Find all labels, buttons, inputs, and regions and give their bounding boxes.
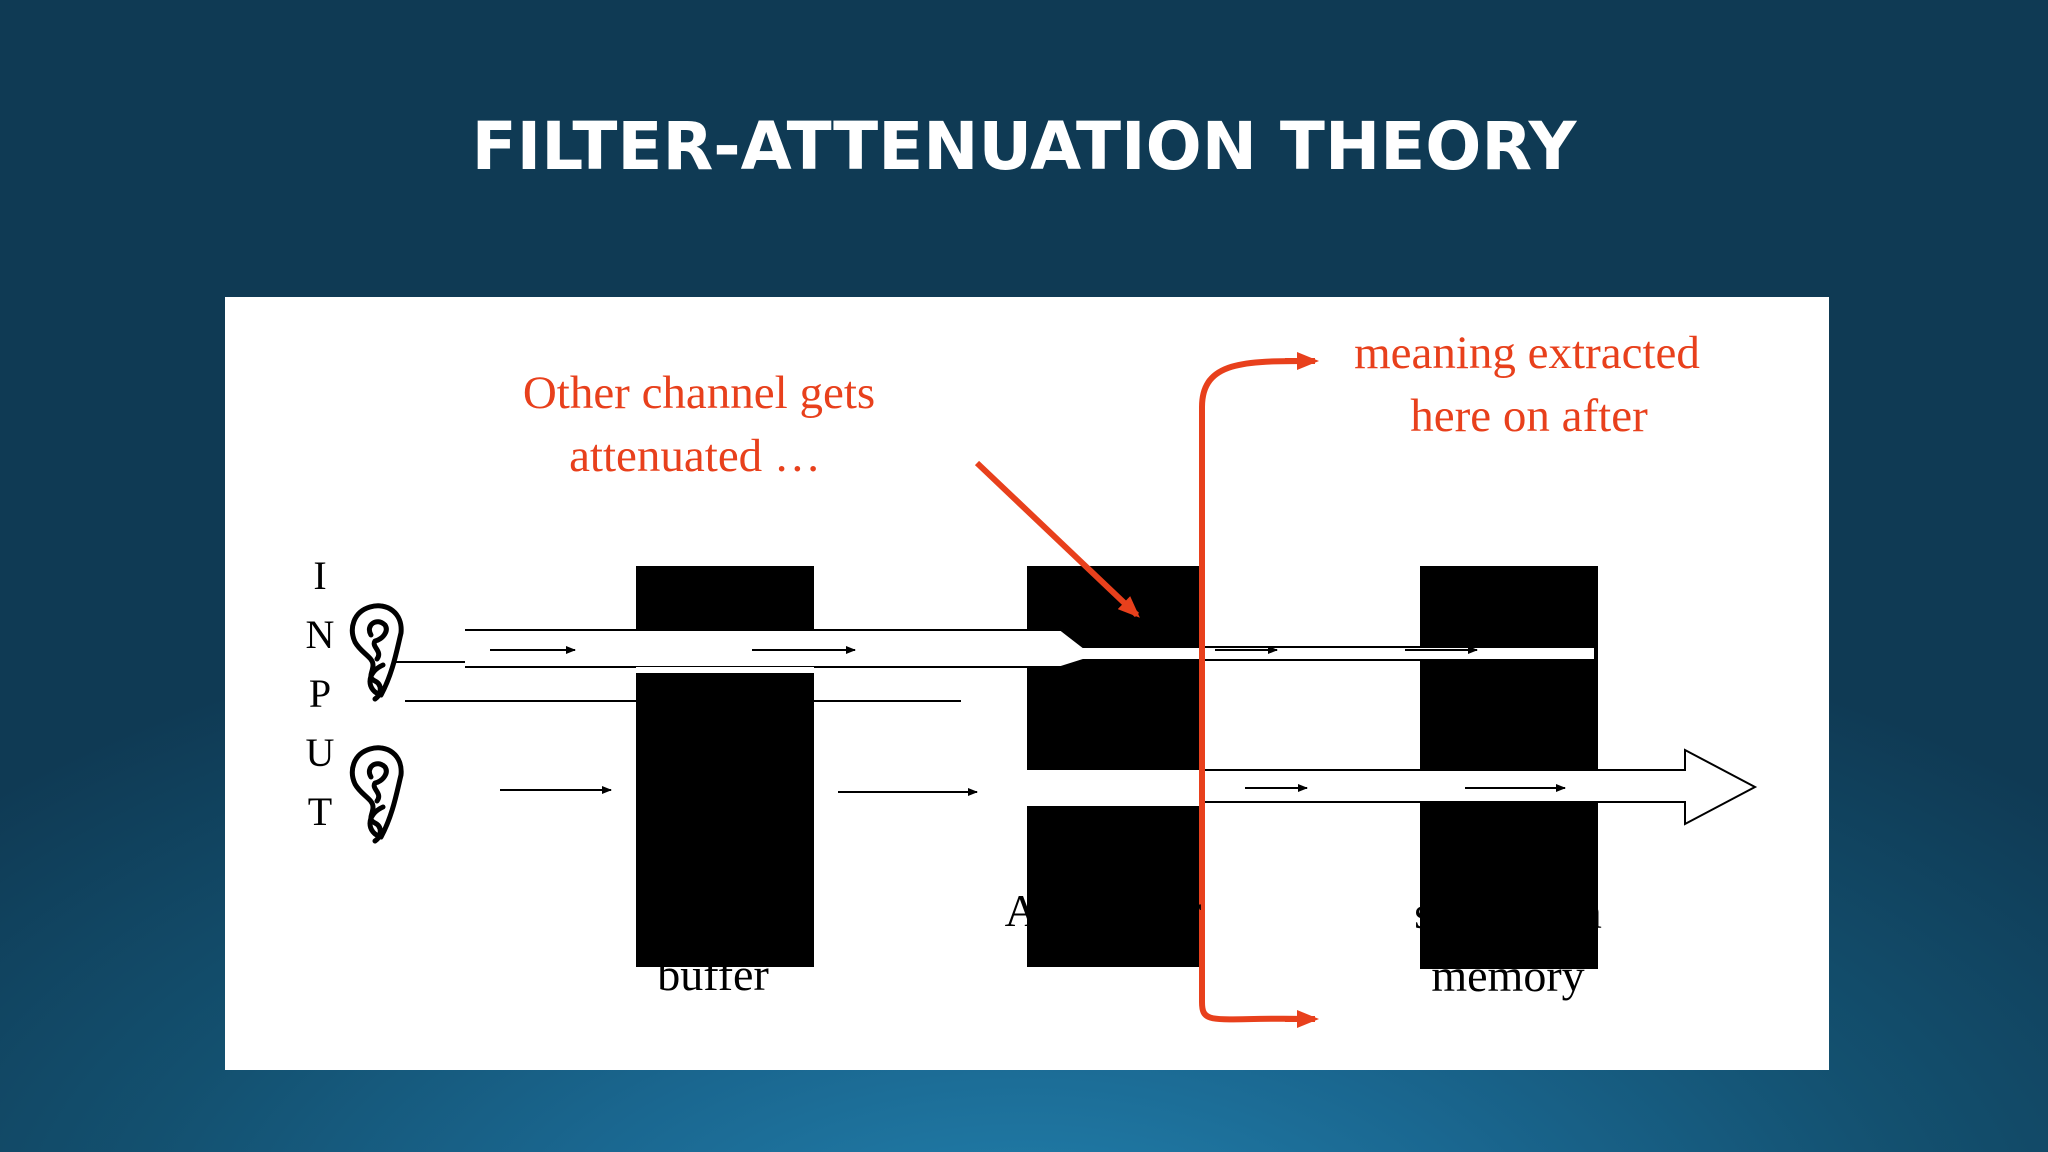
input-letter-n: N — [306, 612, 335, 657]
attenuation-pointer-arrow — [974, 460, 1140, 618]
stm-label-line2: memory — [1431, 950, 1584, 1001]
filter-attenuation-diagram: I N P U T — [306, 327, 1758, 1040]
stm-label-line1: short term — [1414, 887, 1602, 938]
attenuated-note-line1: Other channel gets — [523, 367, 875, 419]
ear-icon — [349, 603, 404, 702]
meaning-note-line2: here on after — [1410, 390, 1648, 442]
input-letter-i: I — [313, 553, 326, 598]
input-letter-u: U — [306, 730, 335, 775]
input-letter-t: T — [308, 789, 332, 834]
sensory-buffer-block — [636, 671, 814, 967]
input-letter-p: P — [309, 671, 331, 716]
sensory-buffer-label-line2: buffer — [657, 949, 769, 1000]
diagram-panel: I N P U T — [225, 297, 1829, 1070]
meaning-note-line1: meaning extracted — [1354, 327, 1700, 379]
ear-icon — [349, 745, 404, 844]
slide-title: FILTER-ATTENUATION THEORY — [471, 108, 1577, 185]
attenuated-note-line2: attenuated … — [569, 430, 821, 482]
attenuator-label: Attenuator — [1005, 885, 1202, 936]
sensory-buffer-label-line1: sensory — [643, 887, 784, 938]
